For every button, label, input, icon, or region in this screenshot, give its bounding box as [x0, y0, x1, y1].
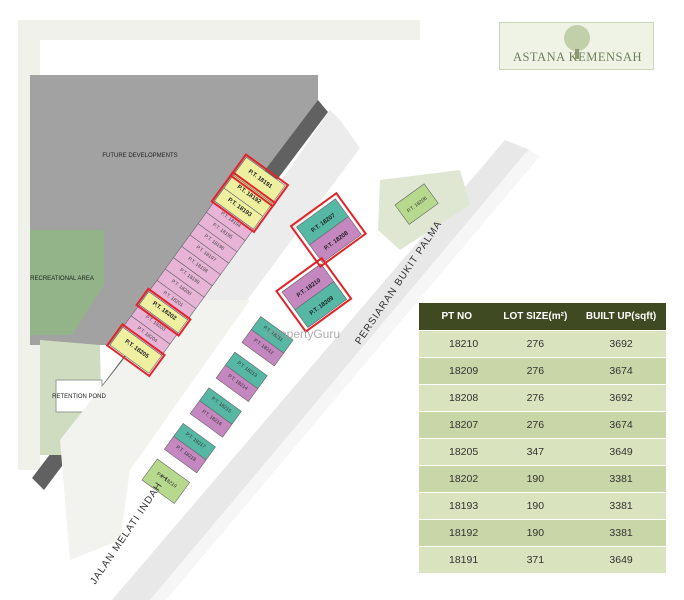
cell-built-up: 3649 — [576, 438, 666, 466]
cell-lot-size: 276 — [494, 330, 577, 358]
highlight-18202 — [135, 287, 192, 337]
cell-pt: 18210 — [419, 330, 495, 358]
header-pt-no: PT NO — [419, 303, 495, 331]
cell-lot-size: 276 — [494, 411, 577, 439]
lot-18213-shape — [225, 351, 268, 390]
cell-built-up: 3381 — [576, 492, 666, 520]
road-verge — [150, 150, 540, 600]
logo-text: ASTANA KEMENSAH — [512, 50, 643, 64]
highlight-18207-18208 — [289, 191, 368, 268]
lot-18206-group: P.T. 18206 — [394, 183, 439, 225]
retention-pond-label: RETENTION POND — [52, 394, 106, 400]
watermark-text: PropertyGuru — [268, 327, 340, 341]
cell-pt: 18192 — [419, 519, 495, 547]
lot-18206-shape — [394, 183, 439, 225]
lower-terrace-row: P.T. 18219 P.T. 18218 P.T. 18217 P.T. 18… — [141, 316, 294, 504]
cell-pt: 18193 — [419, 492, 495, 520]
cell-lot-size: 190 — [494, 465, 577, 493]
highlight-18191 — [229, 153, 290, 208]
highlight-18193-18192 — [210, 170, 277, 234]
cell-pt: 18209 — [419, 357, 495, 385]
lot-18209-shape — [294, 281, 348, 329]
lot-row-upper-lots — [109, 156, 286, 374]
highlight-18209-18210 — [275, 256, 353, 333]
cell-built-up: 3649 — [576, 546, 666, 573]
cell-lot-size: 276 — [494, 357, 577, 385]
tree-icon — [564, 25, 590, 51]
lot-18207-shape — [296, 198, 349, 246]
header-lot-size: LOT SIZE(m²) — [494, 303, 577, 331]
upper-terrace-row: P.T. 18205 P.T. 18204 P.T. 18203 P.T. 18… — [105, 153, 290, 378]
cell-built-up: 3692 — [576, 384, 666, 412]
lot-18191-shape — [233, 156, 286, 204]
cell-lot-size: 190 — [494, 519, 577, 547]
cell-built-up: 3674 — [576, 411, 666, 439]
persiaran-road — [112, 140, 530, 600]
recreational-area — [30, 230, 104, 335]
cell-built-up: 3692 — [576, 330, 666, 358]
lower-plot-area — [60, 300, 250, 560]
highlight-18205 — [105, 323, 166, 378]
cell-built-up: 3381 — [576, 465, 666, 493]
cell-built-up: 3381 — [576, 519, 666, 547]
table-header-row: PT NO LOT SIZE(m²) BUILT UP(sqft) — [419, 303, 666, 331]
future-developments-label: FUTURE DEVELOPMENTS — [102, 153, 177, 159]
cell-pt: 18205 — [419, 438, 495, 466]
cell-pt: 18207 — [419, 411, 495, 439]
cell-lot-size: 371 — [494, 546, 577, 573]
cell-lot-size: 347 — [494, 438, 577, 466]
lot-18215-shape — [199, 387, 242, 425]
cell-lot-size: 276 — [494, 384, 577, 412]
lot-18219-shape — [141, 458, 191, 504]
right-semid-group: P.T. 18210 P.T. 18209 P.T. 18208 P.T. 18… — [275, 191, 368, 333]
astana-kemensah-logo: ASTANA KEMENSAH — [499, 22, 654, 70]
cell-pt: 18191 — [419, 546, 495, 573]
lot-18217-shape — [173, 422, 216, 461]
lot-18211-shape — [250, 316, 294, 354]
cell-pt: 18208 — [419, 384, 495, 412]
cell-lot-size: 190 — [494, 492, 577, 520]
cell-built-up: 3674 — [576, 357, 666, 385]
tree-trunk-icon — [575, 49, 579, 59]
header-built-up: BUILT UP(sqft) — [576, 303, 666, 331]
recreational-area-label: RECREATIONAL AREA — [30, 276, 94, 282]
cell-pt: 18202 — [419, 465, 495, 493]
